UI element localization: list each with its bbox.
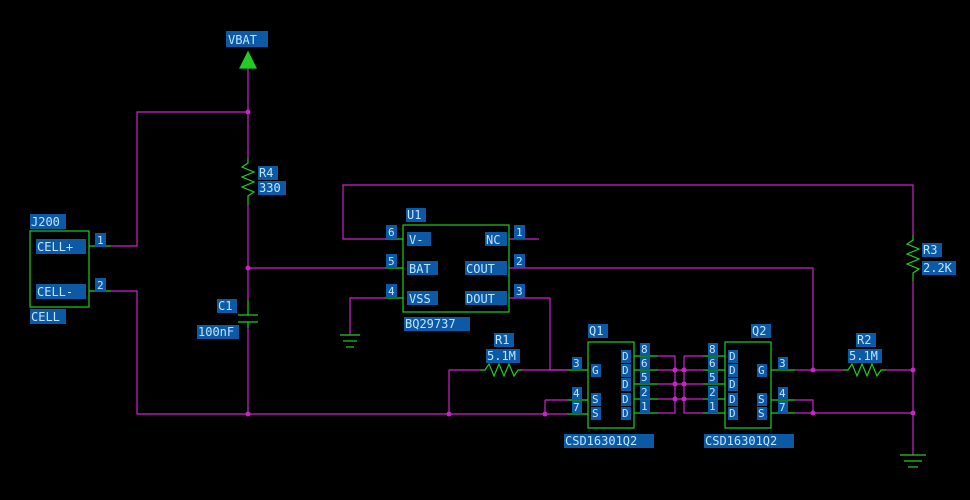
- q1-name-s2: S: [592, 407, 599, 420]
- q1-num-4: 4: [573, 387, 580, 400]
- j200-body: [29, 230, 90, 308]
- q2-name-d1: D: [729, 350, 736, 363]
- q1-value: CSD16301Q2: [565, 434, 637, 448]
- r1-value: 5.1M: [487, 349, 516, 363]
- labels: VBAT J200 CELL+ CELL- CELL 1 2 R4 330 C1…: [30, 31, 956, 448]
- q1-name-d1: D: [622, 350, 629, 363]
- r3-symbol: [905, 235, 921, 281]
- q1-num-3: 3: [573, 357, 580, 370]
- r3-ref: R3: [923, 243, 937, 257]
- q1-name-g: G: [592, 364, 599, 377]
- q1-num-2: 2: [641, 386, 648, 399]
- q2-num-2: 2: [709, 386, 716, 399]
- j200-pin2-num: 2: [97, 279, 104, 292]
- vbat-arrow-icon: [239, 50, 257, 69]
- q1-num-7: 7: [573, 401, 580, 414]
- u1-pin-cout: COUT: [466, 262, 495, 276]
- u1-num-1: 1: [516, 226, 523, 239]
- q2-name-d3: D: [729, 378, 736, 391]
- wire-r1-left: [448, 369, 480, 414]
- q2-num-3: 3: [779, 357, 786, 370]
- junctions: [245, 109, 916, 417]
- q1-name-s1: S: [592, 393, 599, 406]
- q2-name-g: G: [758, 364, 765, 377]
- q2-name-s2: S: [758, 407, 765, 420]
- q2-num-6: 6: [709, 357, 716, 370]
- c1-value: 100nF: [198, 325, 234, 339]
- r2-symbol: [843, 362, 886, 378]
- u1-num-2: 2: [516, 255, 523, 268]
- q1-name-d3: D: [622, 378, 629, 391]
- q2-body: [724, 341, 772, 429]
- u1-pin-dout: DOUT: [466, 292, 495, 306]
- r2-ref: R2: [857, 333, 871, 347]
- j200-ref: J200: [31, 215, 60, 229]
- q1-num-6: 6: [641, 357, 648, 370]
- j200-pin1-num: 1: [97, 234, 104, 247]
- q2-num-7: 7: [779, 401, 786, 414]
- wire-v-minus: [342, 184, 914, 240]
- r4-symbol: [240, 158, 256, 205]
- u1-num-3: 3: [516, 285, 523, 298]
- u1-num-6: 6: [388, 226, 395, 239]
- q1-body: [587, 341, 635, 429]
- q2-name-d5: D: [729, 407, 736, 420]
- vbat-label: VBAT: [228, 33, 257, 47]
- wires: [111, 68, 914, 455]
- wire-vss: [349, 297, 385, 335]
- q2-name-d2: D: [729, 364, 736, 377]
- q2-num-5: 5: [709, 371, 716, 384]
- components: [29, 50, 926, 468]
- r3-value: 2.2K: [923, 261, 953, 275]
- r1-ref: R1: [495, 333, 509, 347]
- q2-num-1: 1: [709, 400, 716, 413]
- r1-symbol: [480, 362, 522, 378]
- u1-ref: U1: [407, 208, 421, 222]
- wire-q2-drains: [683, 356, 703, 414]
- q1-name-d5: D: [622, 407, 629, 420]
- q1-num-1: 1: [641, 400, 648, 413]
- j200-pin1-name: CELL+: [37, 240, 73, 254]
- q2-num-4: 4: [779, 387, 786, 400]
- u1-num-4: 4: [388, 285, 395, 298]
- wire-cout: [509, 267, 814, 370]
- r4-ref: R4: [259, 166, 273, 180]
- q2-value: CSD16301Q2: [705, 434, 777, 448]
- u1-pin-vss: VSS: [409, 292, 431, 306]
- q2-name-s1: S: [758, 393, 765, 406]
- wire-cell-plus: [111, 111, 248, 247]
- q1-ref: Q1: [589, 324, 603, 338]
- u1-value: BQ29737: [405, 317, 456, 331]
- u1-pin-v-minus: V-: [409, 233, 423, 247]
- c1-ref: C1: [218, 299, 232, 313]
- r4-value: 330: [259, 181, 281, 195]
- q1-name-d4: D: [622, 393, 629, 406]
- q1-name-d2: D: [622, 364, 629, 377]
- wire-cell-minus: [111, 290, 545, 415]
- q2-ref: Q2: [752, 324, 766, 338]
- j200-value: CELL: [31, 310, 60, 324]
- wire-q2-src: [795, 399, 814, 414]
- u1-pin-bat: BAT: [409, 262, 431, 276]
- j200-pin2-name: CELL-: [37, 285, 73, 299]
- u1-num-5: 5: [388, 255, 395, 268]
- u1-pin-nc: NC: [486, 233, 500, 247]
- r2-value: 5.1M: [849, 349, 878, 363]
- q2-name-d4: D: [729, 393, 736, 406]
- q1-num-5: 5: [641, 371, 648, 384]
- q1-num-8: 8: [641, 343, 648, 356]
- q2-num-8: 8: [709, 343, 716, 356]
